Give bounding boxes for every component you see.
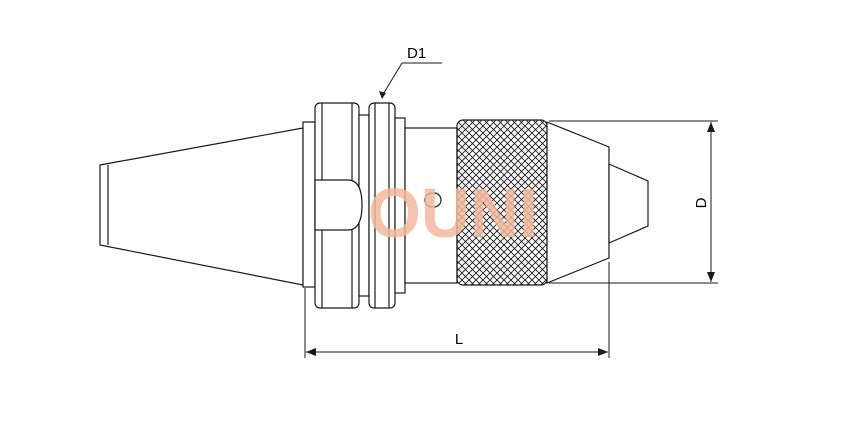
taper-shank	[99, 127, 304, 286]
chuck-nose	[546, 121, 649, 284]
body-slot-mark	[424, 192, 442, 208]
dimension-d	[549, 120, 718, 284]
chuck-body	[404, 127, 458, 284]
drive-key-slot	[314, 179, 363, 231]
dimension-l-label: L	[455, 331, 463, 348]
dimension-d1	[379, 62, 442, 99]
dimension-d-label: D	[693, 197, 710, 208]
watermark-text: OUNI	[368, 174, 538, 252]
dimension-l	[304, 262, 610, 358]
dimension-d1-label: D1	[407, 45, 426, 62]
